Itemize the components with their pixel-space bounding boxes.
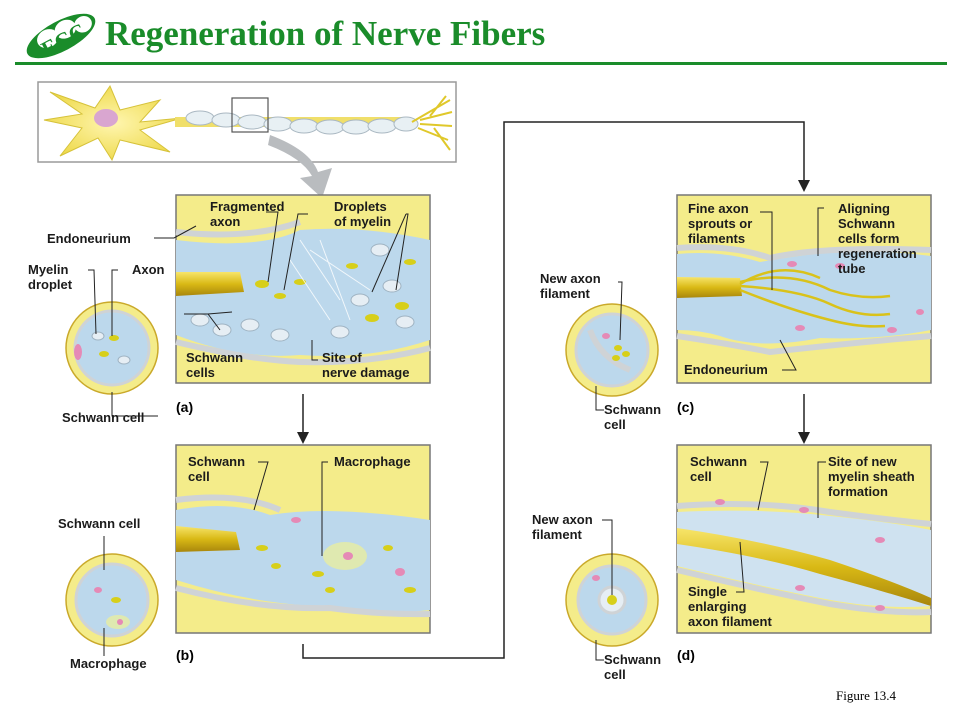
panel-a-tag: (a) <box>176 399 193 415</box>
panel-b-cross-section <box>65 553 159 647</box>
label-schwann-cell-d-bottom-2: cell <box>604 667 626 682</box>
label-aligning-1: Aligning <box>838 201 890 216</box>
label-site-new-myelin-1: Site of new <box>828 454 898 469</box>
panel-d: (d) <box>676 444 932 663</box>
label-endoneurium-c: Endoneurium <box>684 362 768 377</box>
label-site-new-myelin-2: myelin sheath <box>828 469 915 484</box>
label-single-enlarging-3: axon filament <box>688 614 772 629</box>
label-schwann-cell-d-1: Schwann <box>690 454 747 469</box>
label-fine-axon-2: sprouts or <box>688 216 752 231</box>
label-macrophage: Macrophage <box>334 454 411 469</box>
label-new-axon-filament-d-2: filament <box>532 527 583 542</box>
panel-b: (b) <box>175 444 431 663</box>
panel-d-cross-section <box>565 553 659 647</box>
label-site-new-myelin-3: formation <box>828 484 888 499</box>
label-schwann-cell-d-2: cell <box>690 469 712 484</box>
label-schwann-cell-d-bottom-1: Schwann <box>604 652 661 667</box>
label-myelin-droplet-1: Myelin <box>28 262 69 277</box>
label-macrophage-left: Macrophage <box>70 656 147 671</box>
panel-d-tag: (d) <box>677 647 695 663</box>
panel-a-cross-section <box>65 301 159 395</box>
page-title: Regeneration of Nerve Fibers <box>105 14 546 53</box>
label-schwann-cell-c-2: cell <box>604 417 626 432</box>
label-axon: Axon <box>132 262 165 277</box>
label-schwann-cells-2: cells <box>186 365 215 380</box>
panel-c: (c) <box>676 194 932 415</box>
label-fragmented-axon-2: axon <box>210 214 240 229</box>
label-schwann-cell-c-1: Schwann <box>604 402 661 417</box>
label-droplets-myelin-1: Droplets <box>334 199 387 214</box>
panel-c-cross-section <box>565 303 659 397</box>
label-new-axon-filament-c-2: filament <box>540 286 591 301</box>
label-schwann-cell-b-1: Schwann <box>188 454 245 469</box>
label-site-damage-2: nerve damage <box>322 365 409 380</box>
label-myelin-droplet-2: droplet <box>28 277 73 292</box>
label-fragmented-axon-1: Fragmented <box>210 199 284 214</box>
label-single-enlarging-1: Single <box>688 584 727 599</box>
label-new-axon-filament-d-1: New axon <box>532 512 593 527</box>
panel-c-tag: (c) <box>677 399 694 415</box>
label-schwann-cell-a: Schwann cell <box>62 410 144 425</box>
label-single-enlarging-2: enlarging <box>688 599 747 614</box>
label-fine-axon-3: filaments <box>688 231 745 246</box>
flow-arrows <box>302 121 805 659</box>
figure-label: Figure 13.4 <box>836 688 896 703</box>
label-site-damage-1: Site of <box>322 350 362 365</box>
panel-b-tag: (b) <box>176 647 194 663</box>
title-rule <box>15 62 947 65</box>
label-new-axon-filament-c-1: New axon <box>540 271 601 286</box>
label-aligning-2: Schwann <box>838 216 895 231</box>
label-endoneurium-a: Endoneurium <box>47 231 131 246</box>
label-schwann-cell-b-left: Schwann cell <box>58 516 140 531</box>
label-aligning-3: cells form <box>838 231 899 246</box>
neuron-overview <box>37 81 457 198</box>
label-schwann-cell-b-2: cell <box>188 469 210 484</box>
ecc-logo: ECC <box>26 13 96 62</box>
label-aligning-4: regeneration <box>838 246 917 261</box>
label-aligning-5: tube <box>838 261 865 276</box>
panel-a: (a) <box>175 194 431 415</box>
label-schwann-cells-1: Schwann <box>186 350 243 365</box>
label-fine-axon-1: Fine axon <box>688 201 749 216</box>
label-droplets-myelin-2: of myelin <box>334 214 391 229</box>
